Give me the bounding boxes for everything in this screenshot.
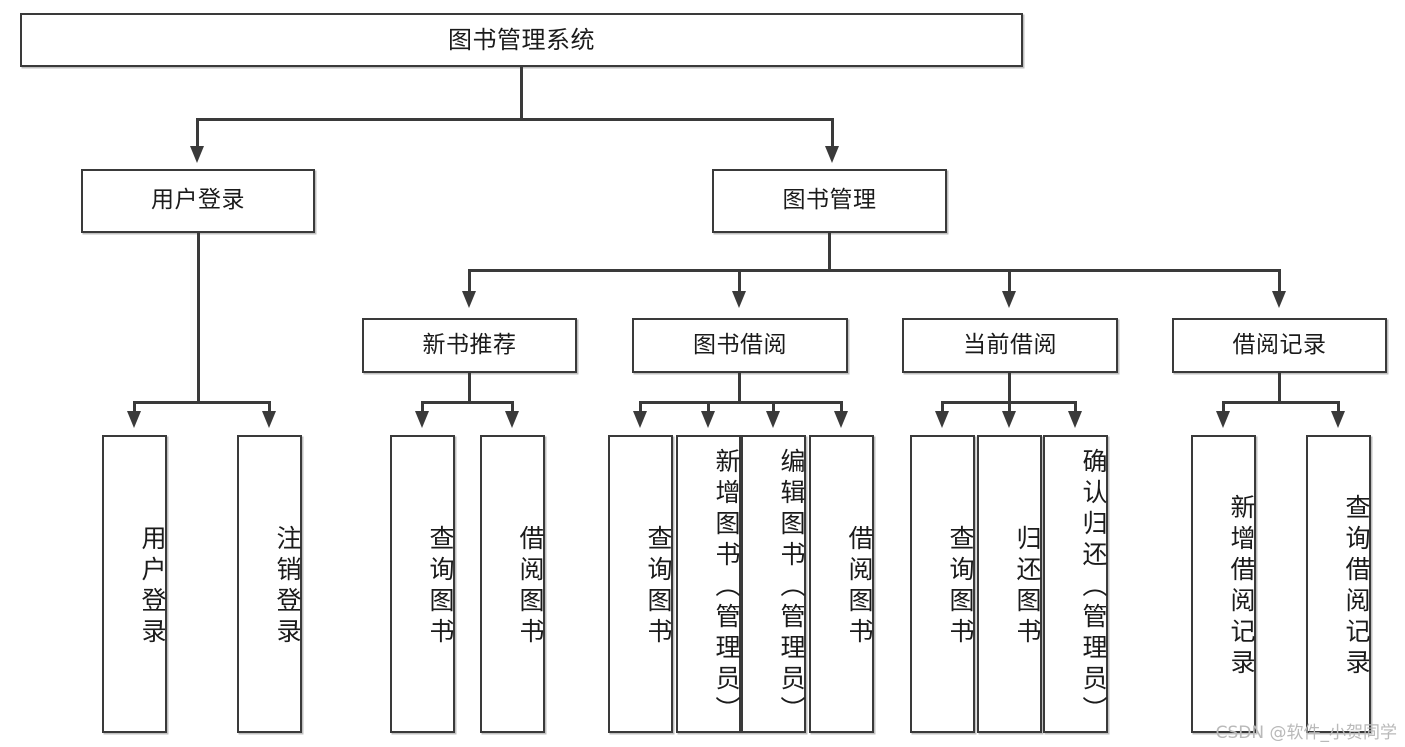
connector-bb-drop-3 <box>772 401 775 413</box>
node-user-login[interactable]: 用户登录 <box>81 169 315 233</box>
arrow-to-borrow-record <box>1272 291 1286 308</box>
connector-bb-drop-1 <box>639 401 642 413</box>
arrow-to-leaf-cb-return-book <box>1002 411 1016 428</box>
arrow-to-book-borrow <box>732 291 746 308</box>
connector-root-bus <box>196 118 833 121</box>
arrow-to-leaf-user-login <box>127 411 141 428</box>
leaf-br-add-record[interactable]: 新增借阅记录 <box>1191 435 1256 733</box>
node-label: 借阅图书 <box>845 525 874 649</box>
node-label: 用户登录 <box>151 187 245 214</box>
connector-bm-drop-2 <box>738 269 741 293</box>
leaf-br-query-record[interactable]: 查询借阅记录 <box>1306 435 1371 733</box>
node-label: 注销登录 <box>273 525 302 649</box>
node-label: 用户登录 <box>138 525 167 649</box>
arrow-to-leaf-logout <box>262 411 276 428</box>
arrow-to-leaf-nbr-query-book <box>415 411 429 428</box>
node-new-book-recommend[interactable]: 新书推荐 <box>362 318 577 373</box>
node-label: 新增图书（管理员） <box>712 447 741 727</box>
arrow-to-new-book-recommend <box>462 291 476 308</box>
connector-br-stem <box>1278 373 1281 403</box>
connector-user-login-drop-2 <box>268 401 271 413</box>
arrow-to-leaf-cb-confirm-return <box>1068 411 1082 428</box>
node-label: 编辑图书（管理员） <box>777 447 806 727</box>
arrow-to-leaf-br-query-record <box>1331 411 1345 428</box>
arrow-to-leaf-cb-query-book <box>935 411 949 428</box>
node-label: 确认归还（管理员） <box>1079 447 1108 727</box>
leaf-bb-query-book[interactable]: 查询图书 <box>608 435 673 733</box>
connector-cb-drop-2 <box>1008 401 1011 413</box>
leaf-user-login[interactable]: 用户登录 <box>102 435 167 733</box>
leaf-cb-return-book[interactable]: 归还图书 <box>977 435 1042 733</box>
connector-root-stem <box>520 67 523 120</box>
node-label: 新增借阅记录 <box>1227 494 1256 680</box>
node-label: 查询借阅记录 <box>1342 494 1371 680</box>
connector-nbr-drop-2 <box>511 401 514 413</box>
connector-br-drop-2 <box>1337 401 1340 413</box>
node-label: 图书借阅 <box>693 331 787 358</box>
node-label: 当前借阅 <box>963 331 1057 358</box>
connector-cb-drop-1 <box>941 401 944 413</box>
connector-nbr-bus <box>421 401 513 404</box>
connector-nbr-drop-1 <box>421 401 424 413</box>
connector-bb-drop-4 <box>840 401 843 413</box>
arrow-to-leaf-bb-edit-book <box>766 411 780 428</box>
leaf-nbr-query-book[interactable]: 查询图书 <box>390 435 455 733</box>
node-root-book-management-system[interactable]: 图书管理系统 <box>20 13 1023 67</box>
leaf-cb-query-book[interactable]: 查询图书 <box>910 435 975 733</box>
connector-user-login-bus <box>133 401 270 404</box>
connector-user-login-drop-1 <box>133 401 136 413</box>
connector-bb-stem <box>738 373 741 403</box>
leaf-logout[interactable]: 注销登录 <box>237 435 302 733</box>
connector-br-drop-1 <box>1222 401 1225 413</box>
connector-bm-drop-3 <box>1008 269 1011 293</box>
arrow-to-leaf-br-add-record <box>1216 411 1230 428</box>
node-borrow-record[interactable]: 借阅记录 <box>1172 318 1387 373</box>
node-label: 新书推荐 <box>422 331 517 358</box>
node-current-borrow[interactable]: 当前借阅 <box>902 318 1118 373</box>
node-label: 查询图书 <box>426 525 455 649</box>
node-label: 归还图书 <box>1013 525 1042 649</box>
arrow-to-leaf-bb-borrow-book <box>834 411 848 428</box>
connector-book-management-bus <box>468 269 1280 272</box>
connector-root-drop-right <box>831 118 834 148</box>
connector-book-management-stem <box>828 233 831 271</box>
node-label: 借阅记录 <box>1232 331 1327 358</box>
connector-bm-drop-1 <box>468 269 471 293</box>
connector-bb-bus <box>639 401 843 404</box>
leaf-cb-confirm-return[interactable]: 确认归还（管理员） <box>1043 435 1108 733</box>
leaf-bb-edit-book[interactable]: 编辑图书（管理员） <box>741 435 806 733</box>
leaf-bb-borrow-book[interactable]: 借阅图书 <box>809 435 874 733</box>
arrow-to-leaf-bb-add-book <box>701 411 715 428</box>
connector-user-login-stem <box>197 233 200 403</box>
arrow-to-leaf-bb-query-book <box>633 411 647 428</box>
connector-bb-drop-2 <box>707 401 710 413</box>
connector-br-bus <box>1222 401 1339 404</box>
leaf-bb-add-book[interactable]: 新增图书（管理员） <box>676 435 741 733</box>
node-label: 查询图书 <box>946 525 975 649</box>
connector-root-drop-left <box>196 118 199 148</box>
node-label: 图书管理系统 <box>448 25 595 54</box>
arrow-to-current-borrow <box>1002 291 1016 308</box>
arrow-to-book-management <box>825 146 839 163</box>
arrow-to-leaf-nbr-borrow-book <box>505 411 519 428</box>
leaf-nbr-borrow-book[interactable]: 借阅图书 <box>480 435 545 733</box>
connector-nbr-stem <box>468 373 471 403</box>
node-label: 借阅图书 <box>516 525 545 649</box>
connector-cb-stem <box>1008 373 1011 403</box>
node-label: 图书管理 <box>782 187 877 214</box>
node-label: 查询图书 <box>644 525 673 649</box>
connector-bm-drop-4 <box>1278 269 1281 293</box>
node-book-management[interactable]: 图书管理 <box>712 169 947 233</box>
node-book-borrow[interactable]: 图书借阅 <box>632 318 848 373</box>
arrow-to-user-login <box>190 146 204 163</box>
connector-cb-drop-3 <box>1074 401 1077 413</box>
